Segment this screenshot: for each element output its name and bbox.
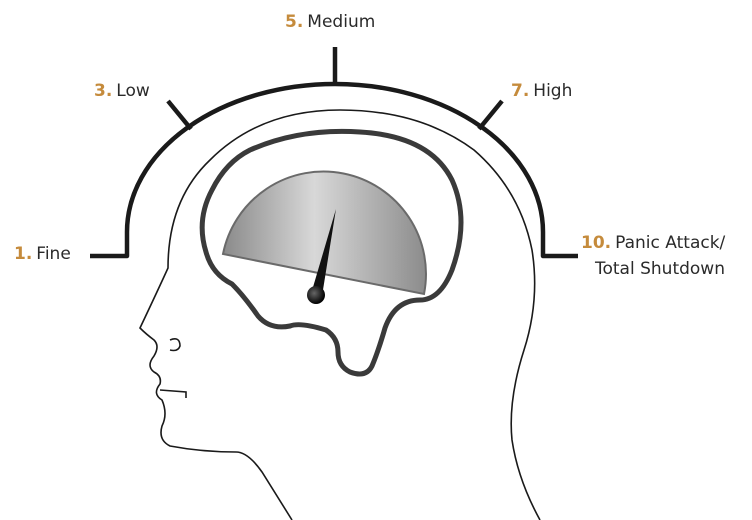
- tick-high: [479, 101, 502, 129]
- nostril: [170, 339, 180, 351]
- label-low: 3.Low: [94, 80, 150, 102]
- level-text: High: [533, 81, 572, 101]
- gauge-pivot: [307, 286, 325, 304]
- level-text: Panic Attack/: [615, 233, 725, 253]
- label-medium: 5.Medium: [285, 11, 375, 33]
- label-high: 7.High: [511, 80, 572, 102]
- level-text: Low: [116, 81, 149, 101]
- head-profile: [140, 110, 540, 520]
- level-number: 10.: [581, 233, 611, 253]
- label-panic-attack: 10.Panic Attack/ Total Shutdown: [581, 230, 725, 282]
- level-number: 1.: [14, 244, 32, 264]
- level-text-line2: Total Shutdown: [595, 259, 725, 279]
- label-fine: 1.Fine: [14, 243, 71, 265]
- level-number: 3.: [94, 81, 112, 101]
- level-text: Medium: [307, 12, 375, 32]
- level-number: 7.: [511, 81, 529, 101]
- level-number: 5.: [285, 12, 303, 32]
- mouth: [160, 390, 186, 398]
- tick-low: [168, 101, 191, 129]
- level-text: Fine: [36, 244, 71, 264]
